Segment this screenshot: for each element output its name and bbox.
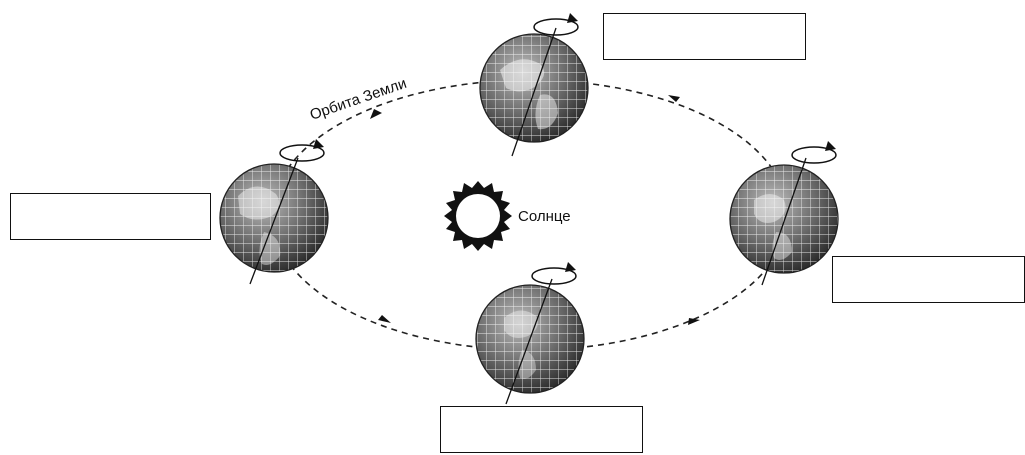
earth-globe-left — [219, 157, 329, 285]
answer-box-top[interactable] — [603, 13, 806, 60]
rotation-arrow-icon — [533, 13, 579, 36]
answer-box-left[interactable] — [10, 193, 211, 240]
earth-globe-right — [729, 157, 839, 286]
sun-label: Солнце — [518, 208, 571, 225]
rotation-arrow-icon — [791, 141, 837, 164]
answer-box-bottom[interactable] — [440, 406, 643, 453]
sun-icon — [444, 181, 512, 251]
earth-globe-top — [479, 27, 589, 157]
earth-globe-bottom — [475, 278, 585, 405]
rotation-arrow-icon — [279, 139, 325, 162]
orbit-label: Орбита Земли — [308, 75, 409, 124]
answer-box-right[interactable] — [832, 256, 1025, 303]
orbit-direction-arrow-icon — [370, 95, 700, 325]
rotation-arrow-icon — [531, 262, 577, 285]
